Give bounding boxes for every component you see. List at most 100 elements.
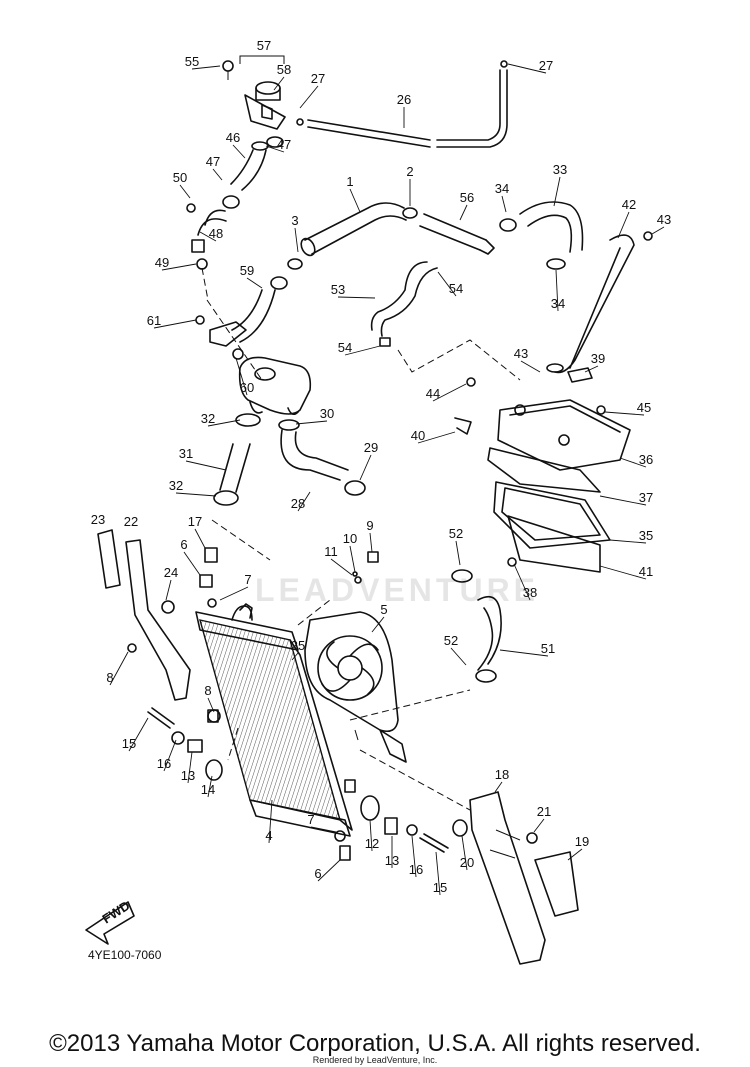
- callout-51: 51: [541, 641, 555, 656]
- hose-42: [546, 231, 653, 374]
- callout-leader: [617, 211, 630, 239]
- callout-16: 16: [157, 756, 171, 771]
- callout-8: 8: [204, 683, 211, 698]
- callout-leader: [265, 145, 285, 153]
- callout-7: 7: [244, 572, 251, 587]
- callout-16: 16: [409, 862, 423, 877]
- cylinder-head-cover: [454, 367, 631, 573]
- callout-leader: [187, 751, 193, 784]
- callout-leader: [369, 532, 373, 553]
- callout-23: 23: [91, 512, 105, 527]
- callout-6: 6: [180, 537, 187, 552]
- callout-leader: [555, 269, 559, 312]
- callout-36: 36: [639, 452, 653, 467]
- callout-leader: [185, 460, 227, 471]
- callout-55: 55: [185, 54, 199, 69]
- hose-33: [519, 201, 584, 270]
- callout-5: 5: [380, 602, 387, 617]
- callout-leader: [295, 420, 328, 425]
- callout-leader: [584, 365, 599, 373]
- callout-32: 32: [201, 411, 215, 426]
- callout-42: 42: [622, 197, 636, 212]
- callout-43: 43: [514, 346, 528, 361]
- callout-50: 50: [173, 170, 187, 185]
- callout-18: 18: [495, 767, 509, 782]
- callout-38: 38: [523, 585, 537, 600]
- callout-52: 52: [449, 526, 463, 541]
- callout-leader: [459, 204, 468, 221]
- callout-27: 27: [311, 71, 325, 86]
- callout-leader: [567, 848, 583, 861]
- callout-leader: [369, 819, 373, 852]
- hose-set-upper-left: [186, 136, 284, 270]
- callout-60: 60: [240, 380, 254, 395]
- callout-61: 61: [147, 313, 161, 328]
- callout-leader: [268, 799, 273, 844]
- callout-9: 9: [366, 518, 373, 533]
- callout-37: 37: [639, 490, 653, 505]
- callout-leader: [435, 851, 441, 896]
- callout-10: 10: [343, 531, 357, 546]
- callout-34: 34: [495, 181, 509, 196]
- callout-leader: [450, 647, 467, 666]
- hose-51: [451, 569, 502, 683]
- callout-leaders: [109, 63, 665, 896]
- radiator: [195, 603, 356, 837]
- rendered-by-text: Rendered by LeadVenture, Inc.: [312, 1055, 438, 1065]
- diagram-code: 4YE100-7060: [88, 948, 162, 962]
- cooling-fan: [304, 611, 407, 763]
- callout-leader: [619, 457, 647, 468]
- callout-3: 3: [291, 213, 298, 228]
- callout-17: 17: [188, 514, 202, 529]
- callout-labels: 5557582726274647475048491256343342433595…: [91, 38, 671, 895]
- callout-leader: [246, 277, 263, 289]
- callout-leader: [520, 360, 541, 373]
- callout-29: 29: [364, 440, 378, 455]
- callout-leader: [317, 859, 341, 882]
- callout-21: 21: [537, 804, 551, 819]
- callout-leader: [291, 652, 299, 661]
- callout-41: 41: [639, 564, 653, 579]
- hose-56: [419, 213, 517, 255]
- callout-leader: [273, 76, 285, 91]
- right-radiator-bracket: [469, 791, 579, 965]
- callout-leader: [128, 717, 149, 752]
- callout-leader: [501, 195, 507, 213]
- callout-19: 19: [575, 834, 589, 849]
- callout-25: 25: [291, 638, 305, 653]
- callout-53: 53: [331, 282, 345, 297]
- callout-32: 32: [169, 478, 183, 493]
- callout-22: 22: [124, 514, 138, 529]
- callout-leader: [432, 383, 467, 402]
- callout-leader: [533, 818, 545, 833]
- callout-leader: [349, 188, 361, 213]
- callout-leader: [212, 168, 223, 181]
- callout-leader: [507, 63, 547, 74]
- callout-6: 6: [314, 866, 321, 881]
- callout-leader: [161, 263, 197, 271]
- alignment-lines: [201, 267, 521, 811]
- callout-leader: [437, 271, 457, 297]
- callout-58: 58: [277, 62, 291, 77]
- callout-44: 44: [426, 386, 440, 401]
- callout-leader: [513, 563, 531, 601]
- watermark-text: LEADVENTURE: [255, 572, 540, 608]
- fwd-arrow-icon: FWD: [85, 898, 135, 945]
- radiator-hose-upper: [287, 202, 418, 270]
- callout-leader: [310, 826, 337, 833]
- callout-leader: [207, 697, 215, 713]
- callout-48: 48: [209, 226, 223, 241]
- callout-26: 26: [397, 92, 411, 107]
- callout-14: 14: [201, 782, 215, 797]
- callout-leader: [349, 545, 356, 573]
- callout-35: 35: [639, 528, 653, 543]
- hose-59: [231, 276, 288, 343]
- callout-leader: [199, 231, 217, 242]
- callout-leader: [207, 775, 213, 798]
- callout-leader: [604, 411, 645, 416]
- callout-leader: [175, 492, 217, 497]
- callout-leader: [411, 835, 417, 878]
- callout-leader: [179, 184, 191, 199]
- callout-54: 54: [338, 340, 352, 355]
- callout-leader: [163, 739, 177, 772]
